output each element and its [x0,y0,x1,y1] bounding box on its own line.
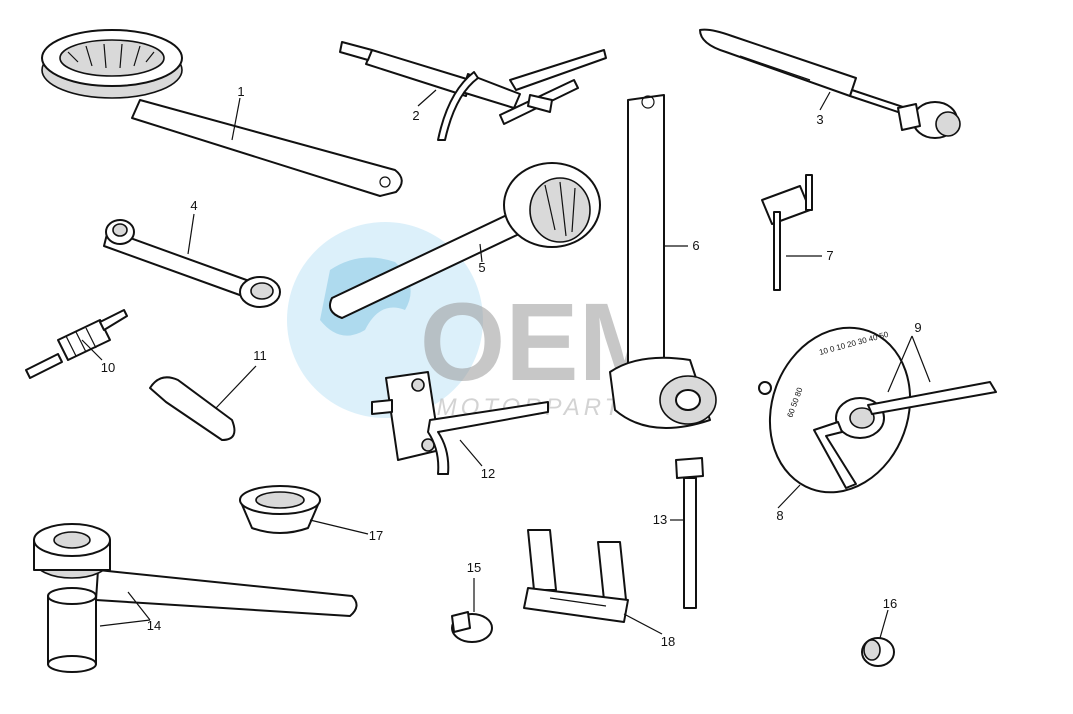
callout-16: 16 [883,596,897,611]
tool-15-plug [451,611,493,643]
tool-17-cup-wrench [239,485,321,534]
callout-7: 7 [826,248,833,263]
callout-4: 4 [190,198,197,213]
callout-6: 6 [692,238,699,253]
tool-6-bar-drum [609,94,717,429]
tool-4-small-spanner [103,219,281,308]
callout-2: 2 [412,108,419,123]
tool-1-ring-spanner [41,29,403,197]
callout-5: 5 [478,260,485,275]
callout-18: 18 [661,634,675,649]
callout-1: 1 [237,84,244,99]
callout-11: 11 [253,348,267,363]
tool-14-socket-spanner [33,523,358,673]
tool-9-pointer-rod [813,381,997,489]
callout-10: 10 [101,360,115,375]
tool-10-knurled-pin [25,309,128,379]
tool-11-plug [149,376,236,441]
leader-lines [81,89,931,639]
tool-16-cap [861,637,895,667]
tool-8-degree-disc: 10 0 10 20 30 40 50 60 50 80 [758,326,912,494]
tool-3-extractor [699,28,961,139]
tool-7-l-pin [761,174,813,291]
tool-18-frame-gauge [523,529,629,623]
tool-5-ring-wrench [329,162,601,319]
callout-8: 8 [776,508,783,523]
tool-13-long-bolt [675,457,704,609]
callout-12: 12 [481,466,495,481]
callout-9: 9 [914,320,921,335]
callout-14: 14 [147,618,161,633]
callout-labels: 1 2 3 4 5 6 7 8 9 10 11 12 13 14 15 16 1… [101,84,922,649]
callout-13: 13 [653,512,667,527]
callout-15: 15 [467,560,481,575]
callout-3: 3 [816,112,823,127]
tool-2-puller [339,41,607,141]
callout-17: 17 [369,528,383,543]
tool-12-bracket [371,371,549,475]
